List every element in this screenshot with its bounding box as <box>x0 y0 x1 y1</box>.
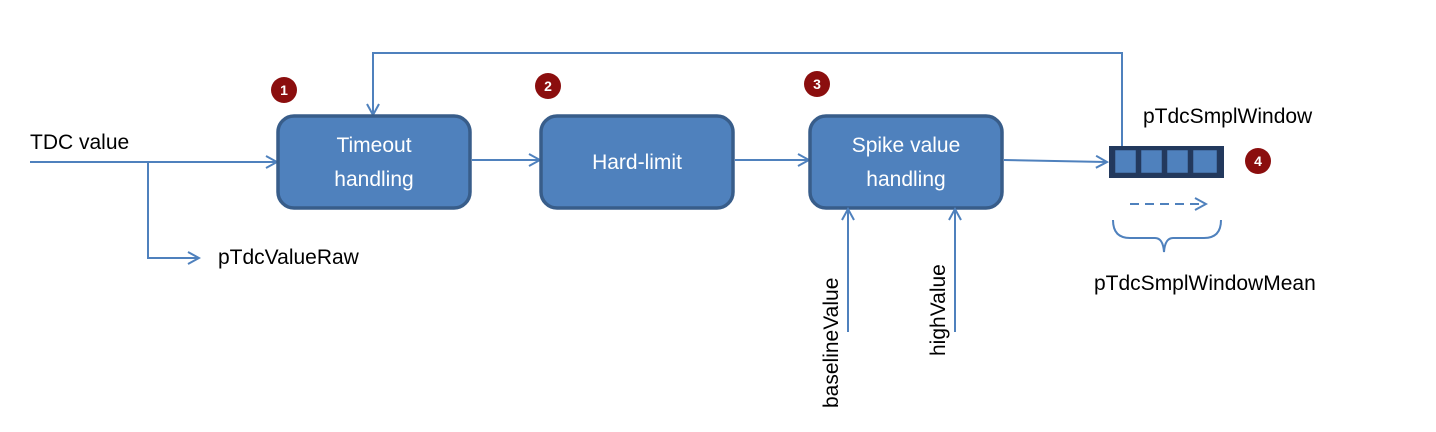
high-value-label: highValue <box>927 264 950 356</box>
badge-4: 4 <box>1245 148 1271 174</box>
timeout-handling-box: Timeout handling <box>276 114 472 210</box>
window-cell <box>1164 147 1191 176</box>
window-cell <box>1112 147 1139 176</box>
feedback-arrow <box>373 52 1123 148</box>
spike-handling-line1: Spike value <box>852 134 961 157</box>
timeout-handling-line1: Timeout <box>336 134 411 157</box>
badge-2-number: 2 <box>544 78 552 94</box>
badge-1-number: 1 <box>280 82 288 98</box>
raw-output-arrow <box>147 162 198 258</box>
window-label: pTdcSmplWindow <box>1143 105 1313 128</box>
spike-value-handling-box: Spike value handling <box>808 114 1004 210</box>
tdc-value-label: TDC value <box>30 131 129 154</box>
raw-output-label: pTdcValueRaw <box>218 246 360 269</box>
spike-handling-line2: handling <box>866 168 945 191</box>
badge-4-number: 4 <box>1254 153 1262 169</box>
window-mean-label: pTdcSmplWindowMean <box>1094 272 1316 295</box>
spike-to-window-arrow <box>1003 160 1106 162</box>
sample-window-buffer <box>1109 146 1224 178</box>
window-brace <box>1112 219 1222 253</box>
hard-limit-box: Hard-limit <box>539 114 735 210</box>
window-cell <box>1138 147 1165 176</box>
badge-1: 1 <box>271 77 297 103</box>
baseline-value-label: baselineValue <box>820 278 843 408</box>
badge-2: 2 <box>535 73 561 99</box>
hard-limit-label: Hard-limit <box>592 151 682 174</box>
badge-3: 3 <box>804 71 830 97</box>
window-cell <box>1190 147 1220 176</box>
badge-3-number: 3 <box>813 76 821 92</box>
timeout-handling-line2: handling <box>334 168 413 191</box>
